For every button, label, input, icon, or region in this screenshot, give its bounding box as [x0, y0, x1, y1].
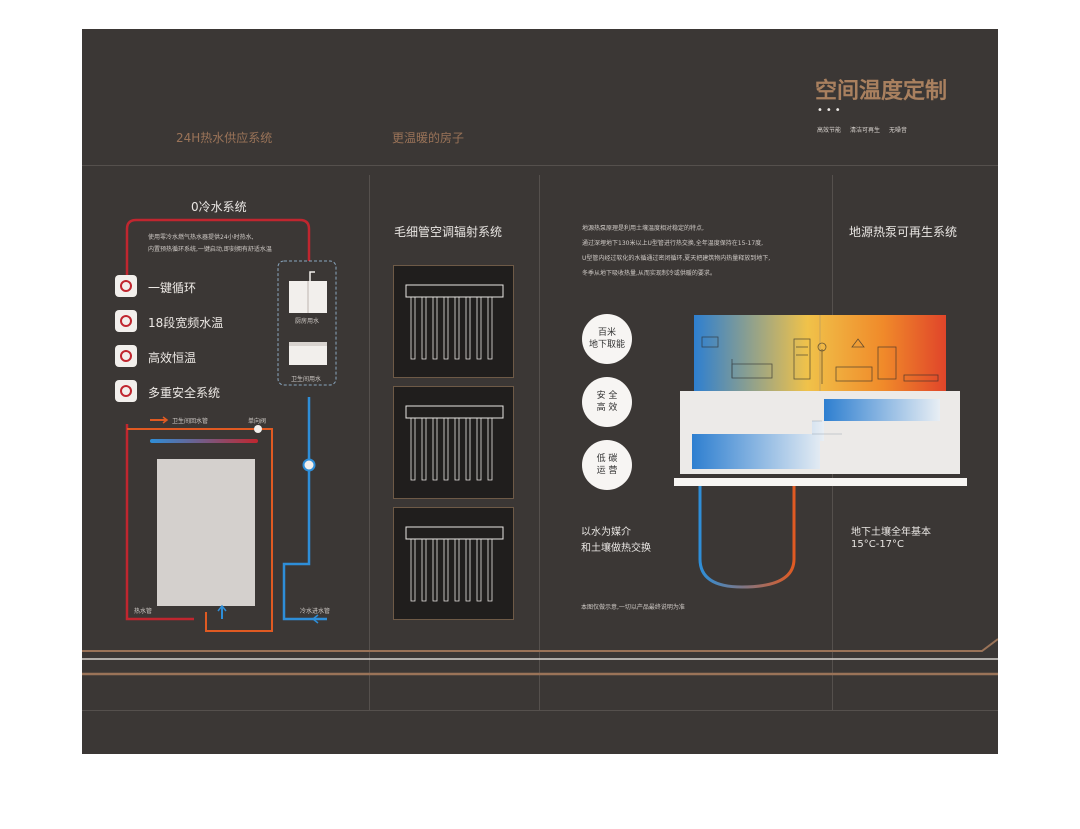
pipe-label: 单向阀 [248, 418, 267, 425]
caption-text: 15°C-17°C [851, 539, 905, 550]
caption-text: 以水为媒介 [581, 527, 631, 538]
feature-label: 18段宽频水温 [148, 316, 224, 330]
header-divider [82, 165, 998, 166]
column-divider [539, 175, 540, 710]
footer-divider [82, 710, 998, 711]
pipe-label: 卫生间回水管 [172, 418, 209, 425]
caption-text: 地下土壤全年基本 [851, 527, 931, 538]
section-title: 地源热泵可再生系统 [849, 225, 958, 239]
section-title: 0冷水系统 [191, 200, 247, 214]
temperature-icon [115, 310, 137, 332]
feature-circle: 百米 地下取能 [582, 314, 632, 364]
tag-label: 无噪音 [889, 127, 908, 134]
tag-label: 高效节能 [817, 127, 842, 134]
feature-circle: 安 全 高 效 [582, 377, 632, 427]
capillary-panel [393, 507, 514, 620]
section-description: 地源热泵原理是利用土壤温度相对稳定的特点, [582, 225, 704, 232]
feature-circle: 低 碳 运 营 [582, 440, 632, 490]
column-title: 24H热水供应系统 [176, 131, 273, 145]
poster-board: 空间温度定制 ••• 高效节能 清洁可再生 无噪音 24H热水供应系统 更温暖的… [82, 29, 998, 754]
thermostat-icon [115, 345, 137, 367]
column-title: 更温暖的房子 [392, 131, 465, 145]
feature-label: 多重安全系统 [148, 386, 221, 400]
feature-label: 高效恒温 [148, 351, 197, 365]
pipe-label: 热水管 [134, 608, 153, 615]
section-title: 毛细管空调辐射系统 [394, 225, 503, 239]
decorative-dots: ••• [817, 105, 844, 116]
disclaimer-note: 本图仅做示意,一切以产品最终说明为准 [581, 604, 685, 611]
feature-label: 一键循环 [148, 281, 197, 295]
capillary-panel [393, 386, 514, 499]
section-description: 内置预热循环系统,一键启动,即刻拥有舒适水温 [148, 246, 272, 253]
section-description: 通过深埋地下130米以上U型管进行热交换,全年温度保持在15-17度, [582, 240, 764, 247]
column-divider [369, 175, 370, 710]
tag-label: 清洁可再生 [850, 127, 881, 134]
section-description: 冬季从地下吸收热量,从而实现制冷或供暖的要求。 [582, 270, 716, 277]
section-description: 使用零冷水燃气热水器提供24小时热水, [148, 234, 254, 241]
pipe-label: 冷水进水管 [300, 608, 331, 615]
caption-text: 和土壤做热交换 [581, 543, 651, 554]
page-title: 空间温度定制 [815, 79, 948, 104]
shield-icon [115, 380, 137, 402]
loop-icon [115, 275, 137, 297]
water-system-diagram [82, 218, 998, 676]
fixture-label: 卫生间用水 [291, 376, 322, 383]
capillary-panel [393, 265, 514, 378]
section-description: U型管内经过软化的水循通过密闭循环,夏天把建筑物内热量释放到地下, [582, 255, 771, 262]
fixture-label: 厨房用水 [295, 318, 320, 325]
